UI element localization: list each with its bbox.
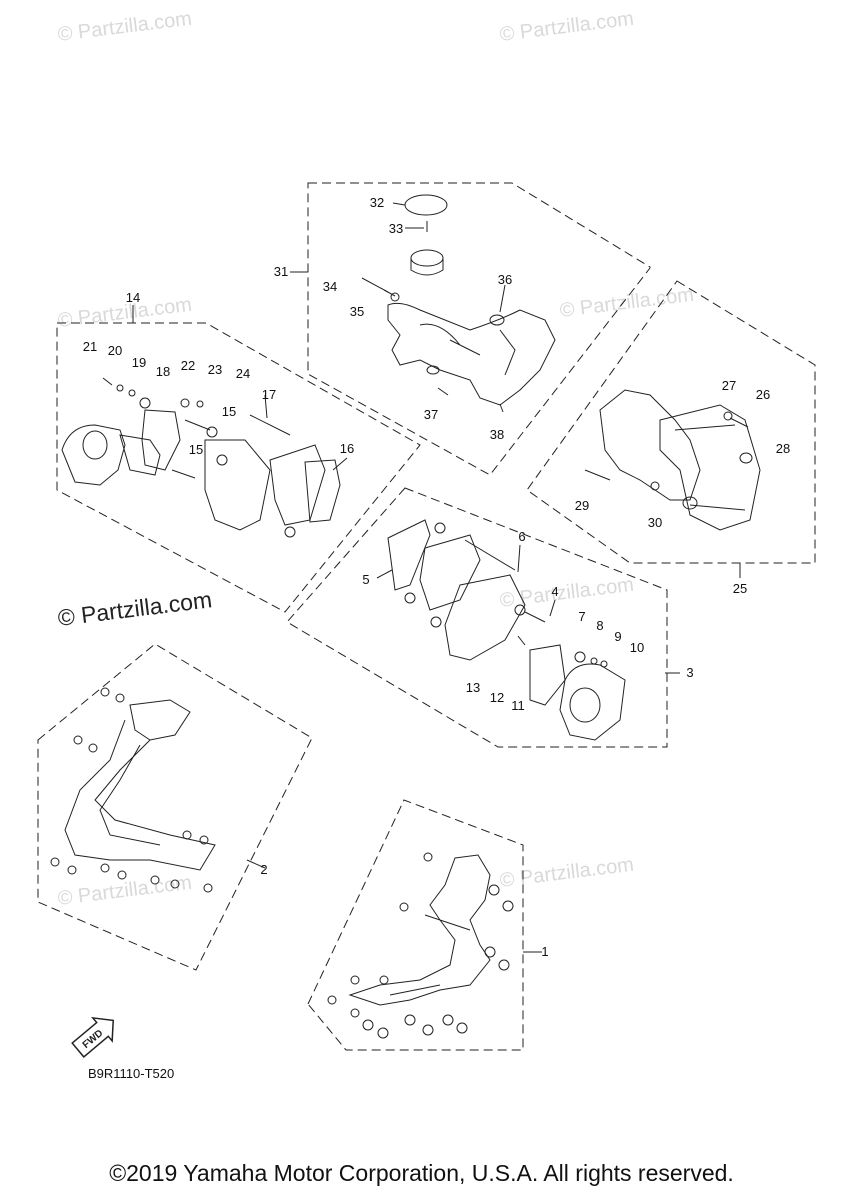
callout-label: 1	[541, 944, 549, 959]
callout-label: 2	[260, 862, 268, 877]
callout-label: 6	[518, 529, 526, 544]
callout-label: 34	[322, 279, 338, 294]
group-25-boundary	[526, 280, 816, 564]
callout-label: 20	[107, 343, 123, 358]
callout-label: 26	[755, 387, 771, 402]
callout-label: 15	[221, 404, 237, 419]
callout-label: 23	[207, 362, 223, 377]
callout-label: 28	[775, 441, 791, 456]
callout-label: 16	[339, 441, 355, 456]
callout-label: 12	[489, 690, 505, 705]
callout-label: 8	[596, 618, 604, 633]
callout-label: 36	[497, 272, 513, 287]
group-3-boundary	[286, 487, 668, 748]
callout-label: 5	[362, 572, 370, 587]
callout-label: 37	[423, 407, 439, 422]
callout-label: 14	[125, 290, 141, 305]
callout-label: 9	[614, 629, 622, 644]
callout-label: 17	[261, 387, 277, 402]
callout-label: 38	[489, 427, 505, 442]
callout-label: 27	[721, 378, 737, 393]
callout-label: 4	[551, 584, 559, 599]
group-31-boundary	[307, 182, 651, 476]
callout-label: 35	[349, 304, 365, 319]
group-14-boundary	[56, 322, 421, 613]
callout-label: 31	[273, 264, 289, 279]
callout-label: 29	[574, 498, 590, 513]
diagram-code: B9R1110-T520	[88, 1066, 175, 1081]
callout-label: 19	[131, 355, 147, 370]
callout-label: 21	[82, 339, 98, 354]
callout-label: 18	[155, 364, 171, 379]
group-1-boundary	[307, 799, 524, 1051]
callout-label: 13	[465, 680, 481, 695]
group-2-boundary	[37, 643, 313, 971]
callout-label: 15	[188, 442, 204, 457]
callout-label: 10	[629, 640, 645, 655]
callout-label: 25	[732, 581, 748, 596]
callout-label: 11	[511, 698, 525, 713]
callout-label: 3	[686, 665, 694, 680]
copyright-notice: ©2019 Yamaha Motor Corporation, U.S.A. A…	[109, 1160, 734, 1186]
callout-label: 22	[180, 358, 196, 373]
callout-label: 33	[388, 221, 404, 236]
callout-label: 7	[578, 609, 586, 624]
fwd-arrow-icon: FWD	[71, 1016, 115, 1058]
callout-label: 30	[647, 515, 663, 530]
callout-label: 24	[235, 366, 251, 381]
callout-label: 32	[369, 195, 385, 210]
